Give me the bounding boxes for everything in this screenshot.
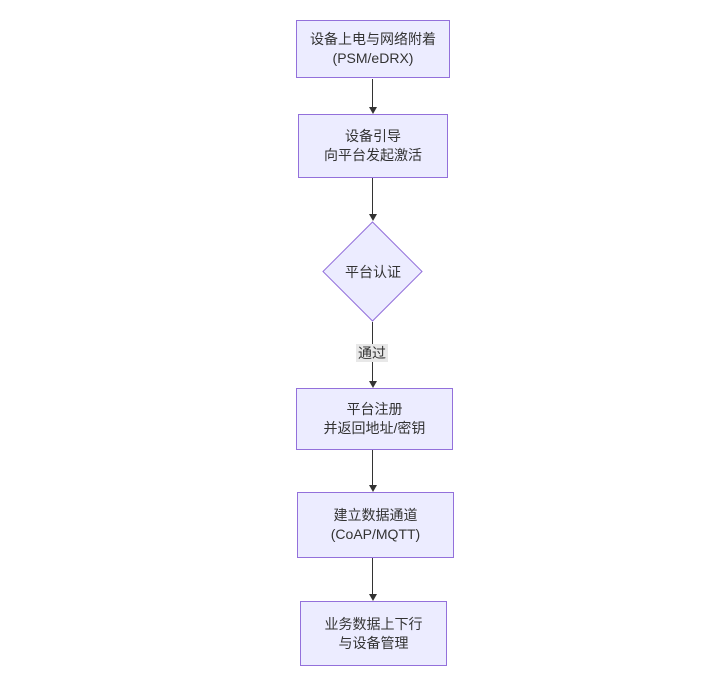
node-register-line1: 平台注册 — [346, 401, 403, 417]
decision-label: 平台认证 — [345, 264, 401, 280]
node-power-on-line2: (PSM/eDRX) — [332, 50, 414, 66]
edge-line-2 — [372, 178, 373, 214]
node-channel: 建立数据通道 (CoAP/MQTT) — [297, 492, 454, 558]
edge-line-5 — [372, 558, 373, 594]
node-business: 业务数据上下行 与设备管理 — [300, 601, 447, 666]
arrowhead-icon — [369, 594, 377, 601]
arrowhead-icon — [369, 381, 377, 388]
node-power-on: 设备上电与网络附着 (PSM/eDRX) — [296, 20, 450, 78]
node-channel-line2: (CoAP/MQTT) — [330, 526, 421, 542]
node-boot-line2: 向平台发起激活 — [324, 147, 422, 163]
arrowhead-icon — [369, 485, 377, 492]
node-register: 平台注册 并返回地址/密钥 — [296, 388, 453, 450]
edge-line-1 — [372, 79, 373, 107]
decision-node-platform-auth: 平台认证 — [322, 221, 424, 323]
arrowhead-icon — [369, 214, 377, 221]
node-register-line2: 并返回地址/密钥 — [323, 420, 426, 436]
node-business-line2: 与设备管理 — [338, 634, 409, 651]
node-business-line1: 业务数据上下行 — [324, 615, 423, 632]
edge-label-pass: 通过 — [356, 344, 388, 362]
node-boot: 设备引导 向平台发起激活 — [298, 114, 448, 178]
edge-line-4 — [372, 450, 373, 485]
arrowhead-icon — [369, 107, 377, 114]
node-power-on-line1: 设备上电与网络附着 — [310, 31, 436, 47]
node-channel-line1: 建立数据通道 — [333, 507, 418, 523]
node-boot-line1: 设备引导 — [345, 128, 401, 144]
